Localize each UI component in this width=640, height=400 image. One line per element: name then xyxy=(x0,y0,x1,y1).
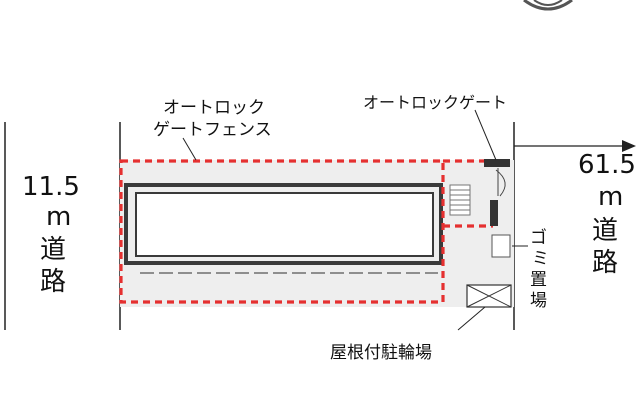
autolock-gate-fence xyxy=(119,159,493,304)
autolock-gate-fence-label-line2: ゲートフェンス xyxy=(153,120,272,140)
left-road-label: 11.5 m 道 路 xyxy=(22,172,80,297)
compass-icon xyxy=(523,0,573,11)
building-inner xyxy=(135,192,434,257)
garbage-area-box xyxy=(491,234,511,258)
svg-text:ミ: ミ xyxy=(532,249,549,269)
svg-text:置: 置 xyxy=(530,270,547,290)
svg-text:m: m xyxy=(46,202,71,232)
autolock-gate-label: オートロックゲート xyxy=(363,93,507,112)
svg-text:11.5: 11.5 xyxy=(22,172,80,202)
svg-text:m: m xyxy=(598,182,623,212)
dimension-arrow-icon xyxy=(622,140,636,152)
leader-lines xyxy=(182,109,528,331)
garbage-area-label: ゴ ミ 置 場 xyxy=(530,227,549,311)
svg-text:61.5: 61.5 xyxy=(578,150,636,180)
svg-text:ゴ: ゴ xyxy=(530,227,547,248)
svg-text:路: 路 xyxy=(40,267,66,297)
svg-text:場: 場 xyxy=(530,291,547,311)
svg-text:道: 道 xyxy=(592,216,618,246)
autolock-gate-fence-label-line1: オートロック xyxy=(163,98,265,118)
autolock-gate xyxy=(484,159,510,226)
right-road-label: 61.5 m 道 路 xyxy=(578,150,636,278)
stairs xyxy=(449,184,471,216)
bicycle-parking-box xyxy=(466,284,512,308)
bicycle-parking-label: 屋根付駐輪場 xyxy=(330,343,432,363)
svg-text:路: 路 xyxy=(592,248,618,278)
svg-text:道: 道 xyxy=(40,235,66,265)
